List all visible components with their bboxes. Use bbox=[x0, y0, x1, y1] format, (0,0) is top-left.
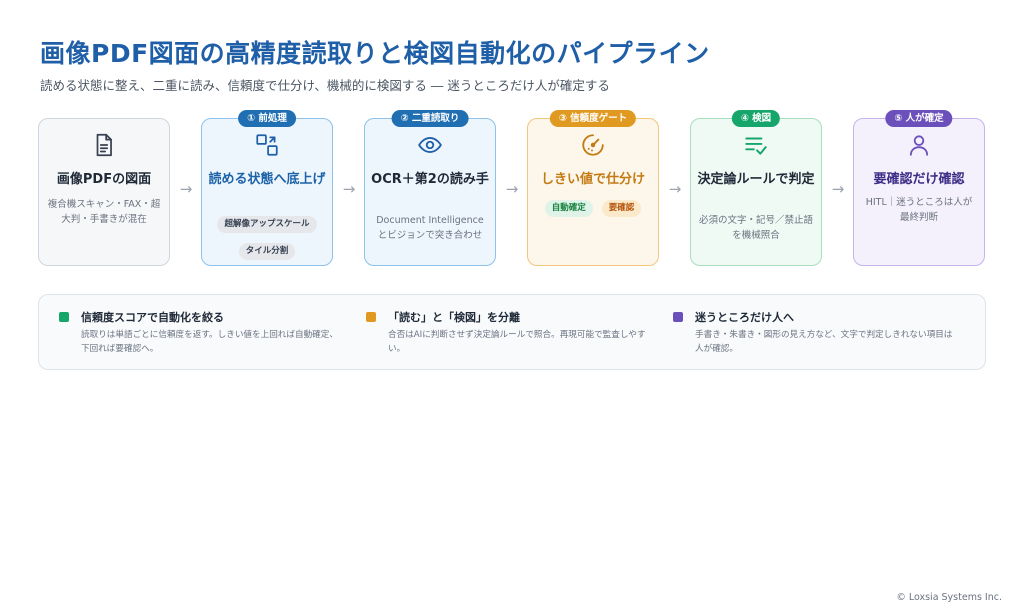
principle-desc: 読取りは単語ごとに信頼度を返す。しきい値を上回れば自動確定、下回れば要確認へ。 bbox=[81, 330, 338, 354]
pipeline: 画像PDFの図面 複合機スキャン・FAX・超大判・手書きが混在 → ① 前処理 … bbox=[38, 110, 988, 268]
gauge-icon bbox=[580, 132, 606, 158]
principle-title: 「読む」と「検図」を分離 bbox=[388, 311, 520, 324]
principle-dot bbox=[366, 312, 376, 322]
step-card-check: ④ 検図 決定論ルールで判定 必須の文字・記号／禁止語を機械照合 bbox=[690, 110, 822, 266]
step-desc: HITL｜迷うところは人が最終判断 bbox=[865, 197, 973, 223]
principle-dot bbox=[59, 312, 69, 322]
step-title: しきい値で仕分け bbox=[540, 172, 645, 187]
chip-group: 超解像アップスケール タイル分割 bbox=[202, 211, 332, 265]
page-subtitle: 読める状態に整え、二重に読み、信頼度で仕分け、機械的に検図する ― 迷うところだ… bbox=[40, 78, 610, 93]
step-badge: ② 二重読取り bbox=[391, 110, 469, 127]
step-desc: 複合機スキャン・FAX・超大判・手書きが混在 bbox=[47, 199, 161, 225]
document-icon bbox=[91, 132, 117, 158]
arrow-icon: → bbox=[831, 180, 845, 198]
step-badge: ⑤ 人が確定 bbox=[885, 110, 953, 127]
page-title: 画像PDF図面の高精度読取りと検図自動化のパイプライン bbox=[40, 39, 710, 68]
step-card-human-confirm: ⑤ 人が確定 要確認だけ確認 HITL｜迷うところは人が最終判断 bbox=[853, 110, 985, 266]
arrow-icon: → bbox=[505, 180, 519, 198]
chip-group: 自動確定 要確認 bbox=[528, 195, 658, 217]
step-title: 決定論ルールで判定 bbox=[697, 172, 815, 187]
step-title: OCR＋第2の読み手 bbox=[371, 172, 489, 187]
arrow-icon: → bbox=[668, 180, 682, 198]
checklist-icon bbox=[743, 132, 769, 158]
copyright: © Loxsia Systems Inc. bbox=[896, 592, 1002, 603]
step-desc: 必須の文字・記号／禁止語を機械照合 bbox=[699, 215, 814, 241]
principle-dot bbox=[673, 312, 683, 322]
principle-title: 迷うところだけ人へ bbox=[695, 311, 794, 324]
eye-icon bbox=[417, 132, 443, 158]
principle-desc: 手書き・朱書き・図形の見え方など、文字で判定しきれない項目は人が確認。 bbox=[695, 330, 953, 354]
step-card-confidence-gate: ③ 信頼度ゲート しきい値で仕分け 自動確定 要確認 bbox=[527, 110, 659, 266]
step-badge: ③ 信頼度ゲート bbox=[549, 110, 637, 127]
step-title: 読める状態へ底上げ bbox=[208, 172, 326, 187]
arrow-icon: → bbox=[179, 180, 193, 198]
step-badge: ① 前処理 bbox=[238, 110, 296, 127]
chip-auto-confirm: 自動確定 bbox=[544, 200, 593, 217]
person-icon bbox=[906, 132, 932, 158]
principle-title: 信頼度スコアで自動化を絞る bbox=[81, 311, 224, 324]
principle-desc: 合否はAIに判断させず決定論ルールで照合。再現可能で監査しやすい。 bbox=[388, 330, 646, 354]
step-desc: Document Intelligenceとビジョンで突き合わせ bbox=[376, 215, 484, 241]
step-title: 画像PDFの図面 bbox=[56, 172, 152, 187]
step-card-input: 画像PDFの図面 複合機スキャン・FAX・超大判・手書きが混在 bbox=[38, 118, 170, 266]
step-card-double-read: ② 二重読取り OCR＋第2の読み手 Document Intelligence… bbox=[364, 110, 496, 266]
arrow-icon: → bbox=[342, 180, 356, 198]
step-title: 要確認だけ確認 bbox=[873, 172, 965, 187]
chip-tiling: タイル分割 bbox=[238, 243, 296, 260]
step-badge: ④ 検図 bbox=[731, 110, 781, 127]
step-card-preprocess: ① 前処理 読める状態へ底上げ 超解像アップスケール タイル分割 bbox=[201, 110, 333, 266]
chip-needs-review: 要確認 bbox=[601, 200, 642, 217]
transform-icon bbox=[254, 132, 280, 158]
principles-panel: 信頼度スコアで自動化を絞る 読取りは単語ごとに信頼度を返す。しきい値を上回れば自… bbox=[38, 294, 986, 370]
chip-upscale: 超解像アップスケール bbox=[217, 216, 317, 233]
